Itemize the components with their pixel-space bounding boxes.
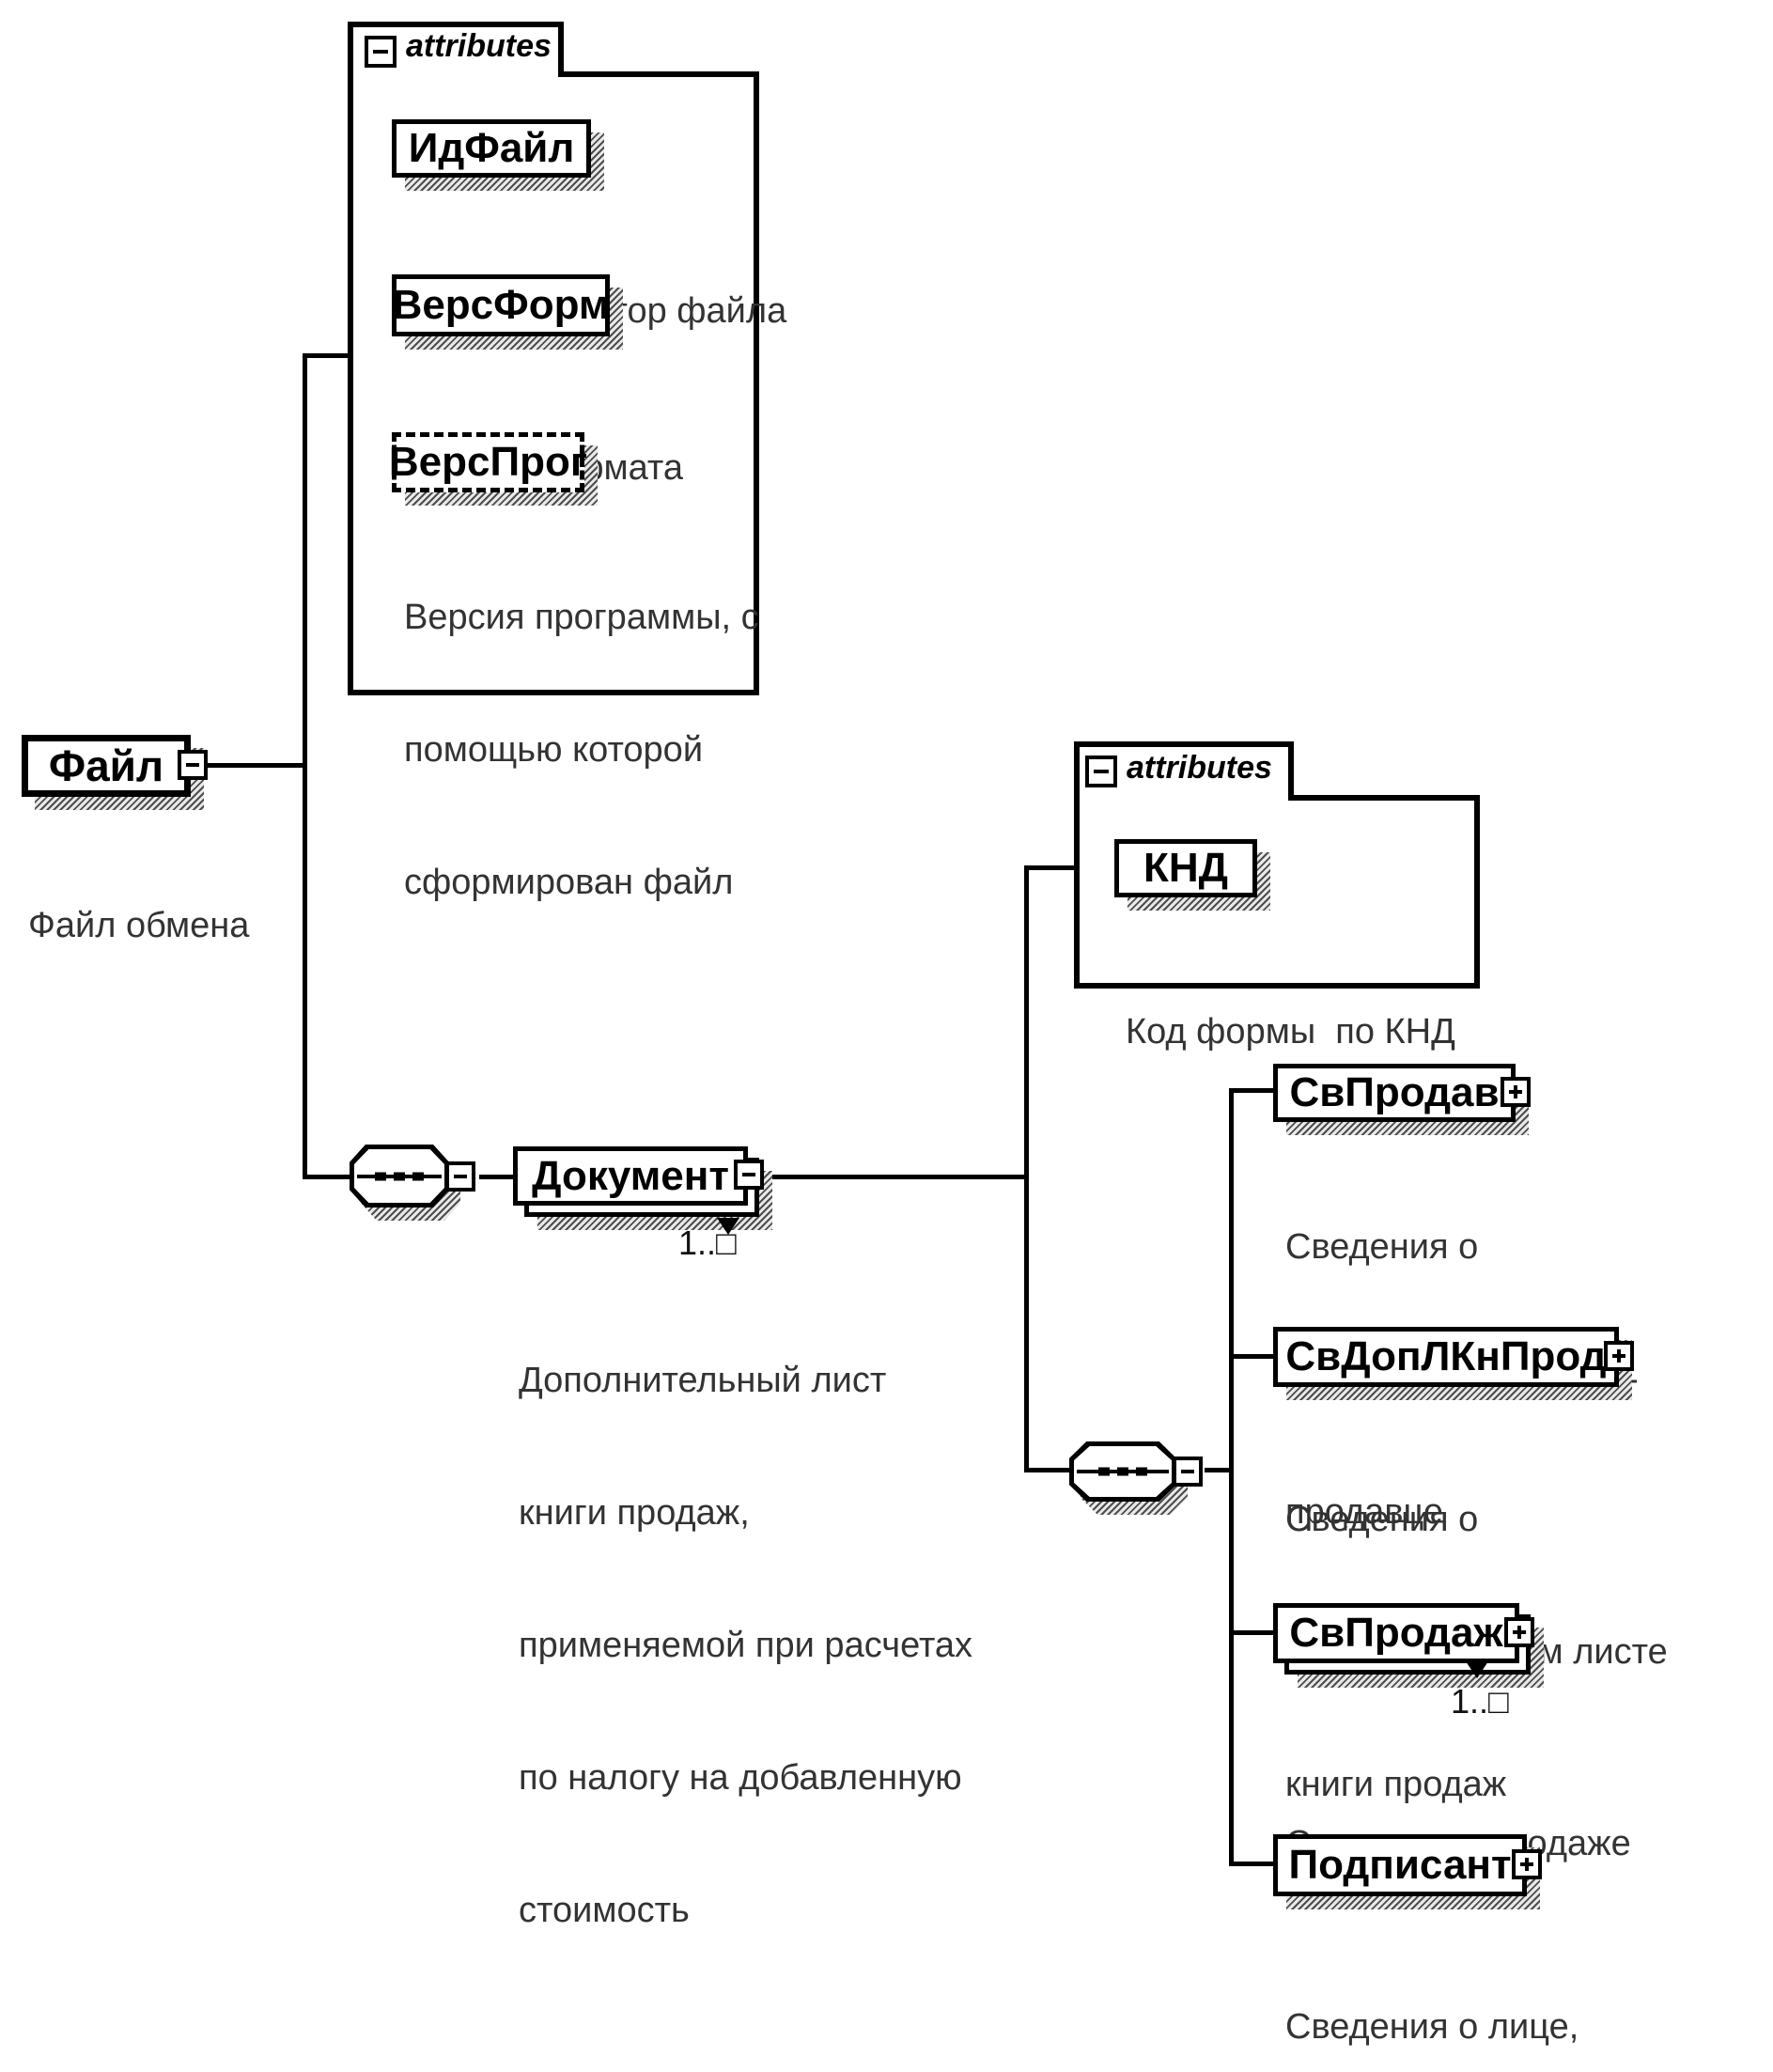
connector-line xyxy=(1205,1468,1231,1472)
expand-icon[interactable] xyxy=(1512,1849,1542,1879)
box-outline xyxy=(1288,741,1294,801)
box-outline xyxy=(754,71,759,695)
attribute-description: Код формы по КНД xyxy=(1126,1012,1455,1052)
connector-line xyxy=(1229,1354,1273,1359)
collapse-icon[interactable] xyxy=(1085,756,1117,787)
attribute-idfile: ИдФайл xyxy=(392,119,604,191)
connector-line xyxy=(1024,1468,1069,1472)
box-outline xyxy=(558,22,564,77)
multiple-marker-icon xyxy=(717,1218,739,1235)
sequence-icon[interactable] xyxy=(1069,1441,1203,1515)
attribute-name[interactable]: КНД xyxy=(1114,839,1257,897)
element-name[interactable]: СвПродав xyxy=(1273,1064,1516,1122)
expand-icon[interactable] xyxy=(1604,1341,1634,1371)
box-outline xyxy=(1074,983,1480,989)
collapse-icon[interactable] xyxy=(734,1160,764,1190)
element-name[interactable]: СвДопЛКнПрод xyxy=(1273,1327,1619,1387)
box-outline xyxy=(348,22,353,695)
attributes-label: attributes xyxy=(1127,750,1272,786)
connector-line xyxy=(303,353,348,358)
connector-line xyxy=(1024,865,1074,870)
attribute-name[interactable]: ВерсПрог xyxy=(389,432,587,492)
element-name[interactable]: СвПродаж xyxy=(1273,1603,1519,1663)
connector-line xyxy=(1229,1088,1234,1866)
box-outline xyxy=(348,690,759,695)
connector-line xyxy=(303,353,307,1179)
connector-line xyxy=(1229,1862,1273,1866)
box-outline xyxy=(558,71,759,77)
element-file: Файл xyxy=(22,735,208,810)
collapse-icon[interactable] xyxy=(365,36,397,68)
box-outline xyxy=(1074,741,1080,989)
attributes-label: attributes xyxy=(406,28,552,64)
element-description: Дополнительный лист книги продаж, примен… xyxy=(519,1361,973,1930)
expand-icon[interactable] xyxy=(1501,1077,1531,1107)
attribute-description: Версия программы, с помощью которой сфор… xyxy=(404,598,759,902)
collapse-icon[interactable] xyxy=(445,1161,475,1192)
element-podpisant: Подписант xyxy=(1273,1834,1542,1909)
element-svdoplknprod: СвДопЛКнПрод xyxy=(1273,1327,1634,1400)
connector-line xyxy=(303,1175,350,1179)
cardinality-label: 1..□ xyxy=(1451,1682,1509,1721)
box-outline xyxy=(1074,741,1294,747)
element-svprodazh: СвПродаж xyxy=(1273,1603,1544,1688)
box-outline xyxy=(1288,795,1480,801)
attribute-knd: КНД xyxy=(1114,839,1270,911)
connector-line xyxy=(479,1175,513,1179)
cardinality-label: 1..□ xyxy=(678,1223,737,1262)
connector-line xyxy=(1229,1630,1273,1635)
element-name[interactable]: Подписант xyxy=(1273,1834,1527,1896)
attribute-name[interactable]: ИдФайл xyxy=(392,119,591,178)
collapse-icon[interactable] xyxy=(1173,1457,1203,1487)
collapse-icon[interactable] xyxy=(178,750,208,780)
element-description: Файл обмена xyxy=(28,906,250,945)
attribute-versprog: ВерсПрог xyxy=(389,432,598,506)
connector-line xyxy=(769,1175,1026,1179)
attribute-name[interactable]: ВерсФорм xyxy=(392,274,610,336)
box-outline xyxy=(1474,795,1480,989)
connector-line xyxy=(1229,1088,1273,1093)
connector-line xyxy=(205,763,306,768)
box-outline xyxy=(348,22,564,27)
expand-icon[interactable] xyxy=(1504,1617,1534,1647)
element-name[interactable]: Документ xyxy=(513,1146,748,1206)
attribute-versform: ВерсФорм xyxy=(392,274,623,350)
element-svprodav: СвПродав xyxy=(1273,1064,1531,1135)
sequence-icon[interactable] xyxy=(350,1145,475,1221)
connector-line xyxy=(1024,865,1029,1472)
element-description: Сведения о лице, подписывающем документ … xyxy=(1285,2007,1579,2047)
element-document: Документ xyxy=(513,1146,772,1235)
element-name[interactable]: Файл xyxy=(22,735,191,797)
multiple-marker-icon xyxy=(1466,1661,1488,1678)
